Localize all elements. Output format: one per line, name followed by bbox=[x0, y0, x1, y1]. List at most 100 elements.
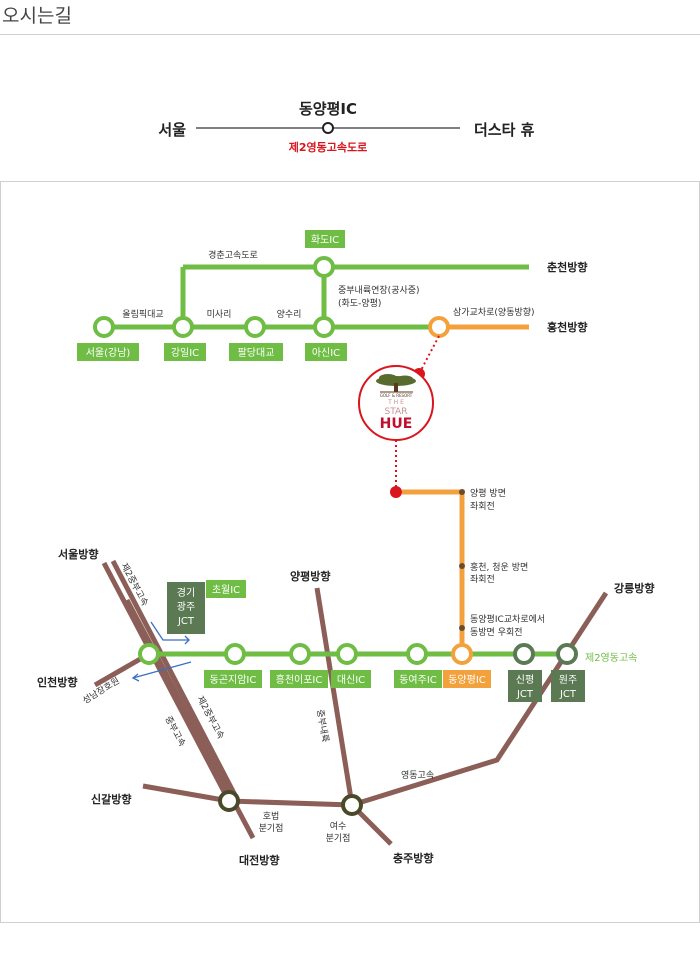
lower-boxes: 경기 광주 JCT 초월IC 동곤지암IC 흥천이포IC 대신IC 동여주IC … bbox=[167, 580, 585, 702]
hobeop-label-2: 분기점 bbox=[259, 822, 284, 834]
arrow-to-gonjiam bbox=[150, 621, 189, 641]
arrow-to-seongnam bbox=[132, 661, 192, 679]
note-3-dot bbox=[459, 625, 465, 631]
gonjiam-node bbox=[224, 643, 246, 665]
chowol-box bbox=[206, 580, 246, 598]
route-map: 경춘고속도로 올림픽대교 미사리 양수리 중부내륙연장(공사중) (화도-양평)… bbox=[0, 181, 700, 923]
gonjiam-label: 동곤지암IC bbox=[210, 674, 257, 686]
logo-the: T H E bbox=[387, 399, 404, 406]
gangil-box bbox=[164, 343, 206, 361]
yangsuri-label: 양수리 bbox=[277, 309, 302, 320]
paldang-box-label: 팔당대교 bbox=[238, 347, 275, 359]
jct-arrows bbox=[131, 621, 192, 682]
note-1-dot bbox=[459, 489, 465, 495]
asin-node bbox=[313, 316, 335, 338]
gyeonggi-label-2: 광주 bbox=[177, 601, 195, 613]
seoul-node bbox=[93, 316, 115, 338]
incheon-direction: 인천방향 bbox=[37, 675, 77, 689]
lower-highway bbox=[138, 643, 578, 816]
misari-label: 미사리 bbox=[207, 309, 232, 320]
gangil-node bbox=[172, 316, 194, 338]
gyeongchun-label: 경춘고속도로 bbox=[208, 249, 258, 261]
icheon-label: 흥천이포IC bbox=[276, 673, 323, 686]
arrow-to-gonjiam-head bbox=[184, 635, 190, 645]
note-3-line-1: 동양평IC교차로에서 bbox=[470, 613, 545, 625]
route-map-svg: 경춘고속도로 올림픽대교 미사리 양수리 중부내륙연장(공사중) (화도-양평)… bbox=[37, 230, 654, 867]
dongyeoju-node bbox=[406, 643, 428, 665]
logo-sub: GOLF & RESORT bbox=[380, 393, 413, 398]
gangil-box-label: 강일IC bbox=[171, 347, 199, 359]
chuncheon-direction: 춘천방향 bbox=[547, 260, 587, 274]
paldang-node bbox=[244, 316, 266, 338]
chowol-label: 초월IC bbox=[212, 584, 240, 596]
note-2-line-1: 홍천, 청운 방면 bbox=[470, 561, 528, 573]
note-2-line-2: 좌회전 bbox=[470, 574, 495, 585]
asin-box-label: 아신IC bbox=[312, 347, 340, 359]
note-2-dot bbox=[459, 563, 465, 569]
dongyeoju-box bbox=[394, 670, 442, 688]
wonju-box bbox=[551, 670, 585, 702]
title-divider bbox=[0, 34, 700, 35]
route-summary: 서울 동양평IC 더스타 휴 제2영동고속도로 bbox=[158, 100, 535, 154]
yeongdong-label: 영동고속 bbox=[401, 770, 434, 781]
yeoju-label-2: 분기점 bbox=[326, 832, 351, 844]
access-route: 양평 방면 좌회전 홍천, 청운 방면 좌회전 동양평IC교차로에서 동방면 우… bbox=[402, 488, 545, 654]
singal-road bbox=[142, 783, 230, 804]
hwado-box-label: 화도IC bbox=[311, 234, 339, 246]
logo-lower-dot bbox=[390, 486, 402, 498]
hobeop-label-1: 호법 bbox=[263, 811, 280, 822]
icheon-box bbox=[270, 670, 328, 688]
dongyangpyeong-box bbox=[443, 670, 491, 688]
yeoju-jct-node bbox=[341, 794, 363, 816]
dongyangpyeong-node bbox=[451, 643, 473, 665]
dongyangpyeong-label: 동양평IC bbox=[448, 674, 486, 686]
summary-ic: 동양평IC bbox=[299, 100, 357, 118]
samga-label: 삼가교차로(양동방향) bbox=[453, 306, 535, 318]
gyeonggi-label-3: JCT bbox=[177, 616, 195, 627]
hongcheon-direction: 홍천방향 bbox=[547, 320, 587, 334]
highway-label: 제2영동고속 bbox=[585, 652, 637, 664]
daesin-box bbox=[331, 670, 371, 688]
tree-icon bbox=[376, 374, 416, 393]
jungbunaeryuk-road bbox=[314, 587, 355, 806]
paldang-box bbox=[229, 343, 283, 361]
gangneung-direction: 강릉방향 bbox=[614, 581, 654, 595]
note-3-line-2: 동방면 우회전 bbox=[470, 627, 523, 638]
note-1-line-2: 좌회전 bbox=[470, 501, 495, 512]
gyeonggi-gwangju-box bbox=[167, 582, 205, 634]
access-road bbox=[402, 489, 465, 654]
je2jungbu-road-b bbox=[110, 559, 240, 801]
gyeonggi-gwangju-jct-node bbox=[138, 643, 160, 665]
summary-road: 제2영동고속도로 bbox=[289, 140, 368, 154]
jungbu-ext-label-2: (화도-양평) bbox=[338, 298, 381, 309]
daejeon-direction: 대전방향 bbox=[239, 853, 279, 867]
wonju-label-1: 원주 bbox=[559, 674, 577, 686]
samga-node bbox=[428, 316, 450, 338]
summary-node bbox=[322, 122, 334, 134]
yeoju-label-1: 여수 bbox=[330, 820, 347, 832]
gyeonggi-label-1: 경기 bbox=[177, 586, 195, 599]
summary-origin: 서울 bbox=[158, 121, 186, 139]
gonjiam-box bbox=[204, 670, 262, 688]
yeongdong-road-west bbox=[228, 798, 353, 808]
hwado-box bbox=[305, 230, 345, 248]
olympic-label: 올림픽대교 bbox=[122, 308, 163, 320]
jungbunaeryuk-label: 중부내륙 bbox=[314, 709, 331, 744]
je2jungbu-road-a bbox=[101, 561, 232, 803]
hobeop-jct-node bbox=[218, 790, 240, 812]
dongyeoju-label: 동여주IC bbox=[399, 674, 437, 686]
wonju-label-2: JCT bbox=[559, 689, 577, 700]
seoul-gangnam-box-label: 서울(강남) bbox=[86, 347, 131, 359]
sinpyeong-label-2: JCT bbox=[516, 689, 534, 700]
asin-box bbox=[305, 343, 347, 361]
daesin-label: 대신IC bbox=[337, 674, 365, 686]
upper-network: 경춘고속도로 올림픽대교 미사리 양수리 중부내륙연장(공사중) (화도-양평)… bbox=[77, 230, 587, 361]
sinpyeong-label-1: 신평 bbox=[516, 674, 534, 686]
arrow-to-seongnam-head bbox=[131, 673, 140, 682]
jungbu-ext-label-1: 중부내륙연장(공사중) bbox=[338, 285, 420, 296]
seoul-direction: 서울방향 bbox=[58, 547, 98, 561]
note-1-line-1: 양평 방면 bbox=[470, 488, 506, 499]
summary-destination: 더스타 휴 bbox=[474, 121, 535, 139]
hwado-node bbox=[313, 256, 335, 278]
icheon-node bbox=[289, 643, 311, 665]
